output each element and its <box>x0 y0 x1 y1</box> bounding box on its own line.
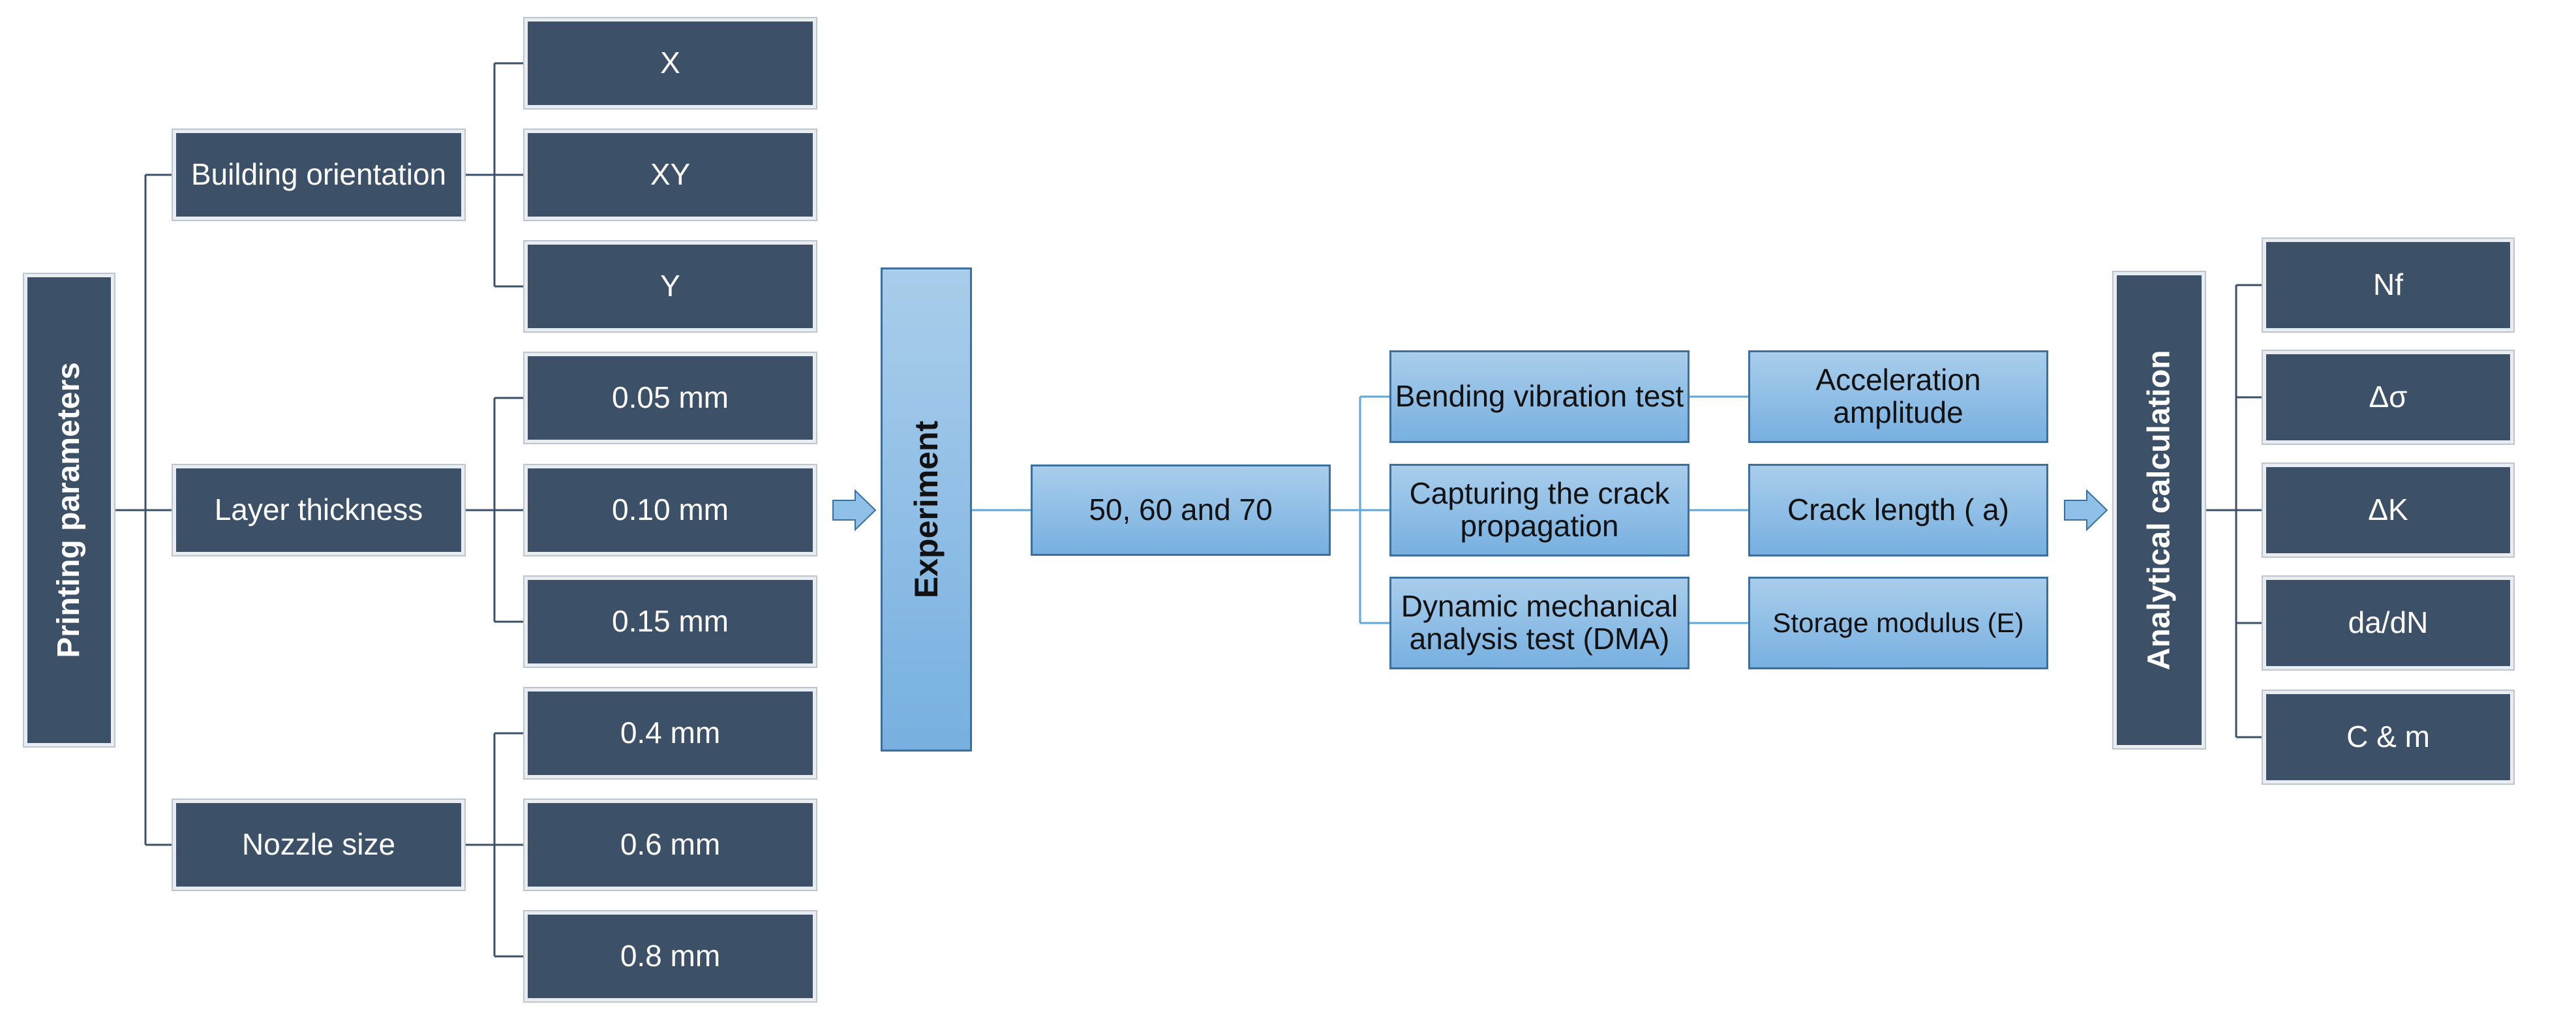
output-box: Crack length ( a) <box>1748 464 2048 556</box>
group-nozzle-size: Nozzle size <box>173 800 464 890</box>
option-label: 0.8 mm <box>620 939 721 973</box>
output-label: Acceleration amplitude <box>1815 363 1981 429</box>
experiment-title: Experiment <box>908 420 945 599</box>
option-box: 0.6 mm <box>524 800 816 890</box>
output-box: Storage modulus (E) <box>1748 577 2048 669</box>
result-box: Δσ <box>2263 351 2513 444</box>
result-label: C & m <box>2346 720 2430 754</box>
output-label: Crack length ( a) <box>1787 493 2009 527</box>
option-box: 0.10 mm <box>524 465 816 555</box>
printing-parameters-title: Printing parameters <box>52 362 87 658</box>
flow-arrow-icon <box>832 489 877 531</box>
test-label: Dynamic mechanical analysis test (DMA) <box>1401 589 1678 656</box>
option-label: Y <box>660 269 680 303</box>
test-box: Capturing the crack propagation <box>1389 464 1690 556</box>
group-building-orientation: Building orientation <box>173 130 464 220</box>
test-box: Dynamic mechanical analysis test (DMA) <box>1389 577 1690 669</box>
result-label: ΔK <box>2368 493 2408 527</box>
printing-parameters-box: Printing parameters <box>24 274 114 746</box>
option-label: 0.10 mm <box>612 493 729 527</box>
option-box: Y <box>524 241 816 331</box>
condition-label: 50, 60 and 70 <box>1089 493 1273 527</box>
result-label: da/dN <box>2348 605 2429 640</box>
option-label: 0.15 mm <box>612 604 729 639</box>
result-box: C & m <box>2263 691 2513 783</box>
option-box: 0.4 mm <box>524 688 816 778</box>
result-box: Nf <box>2263 239 2513 331</box>
option-label: 0.05 mm <box>612 380 729 415</box>
option-box: 0.05 mm <box>524 353 816 443</box>
analytical-calculation-title: Analytical calculation <box>2142 350 2177 671</box>
condition-box: 50, 60 and 70 <box>1031 464 1331 556</box>
test-label: Capturing the crack propagation <box>1409 476 1670 543</box>
test-label: Bending vibration test <box>1395 379 1684 414</box>
group-label: Building orientation <box>190 157 447 192</box>
result-box: da/dN <box>2263 577 2513 669</box>
flow-arrow-icon <box>2064 489 2108 531</box>
group-label: Nozzle size <box>241 827 396 862</box>
option-box: 0.8 mm <box>524 911 816 1001</box>
option-label: 0.4 mm <box>620 716 721 750</box>
result-label: Δσ <box>2369 380 2408 414</box>
result-box: ΔK <box>2263 464 2513 556</box>
option-box: X <box>524 18 816 108</box>
analytical-calculation-box: Analytical calculation <box>2114 272 2205 748</box>
output-label: Storage modulus (E) <box>1772 607 2024 639</box>
option-label: X <box>660 46 680 80</box>
option-box: 0.15 mm <box>524 577 816 667</box>
output-box: Acceleration amplitude <box>1748 350 2048 443</box>
group-layer-thickness: Layer thickness <box>173 465 464 555</box>
test-box: Bending vibration test <box>1389 350 1690 443</box>
option-box: XY <box>524 130 816 220</box>
result-label: Nf <box>2373 267 2403 302</box>
group-label: Layer thickness <box>214 493 423 527</box>
experiment-box: Experiment <box>881 267 972 752</box>
option-label: 0.6 mm <box>620 827 721 862</box>
option-label: XY <box>650 157 691 192</box>
